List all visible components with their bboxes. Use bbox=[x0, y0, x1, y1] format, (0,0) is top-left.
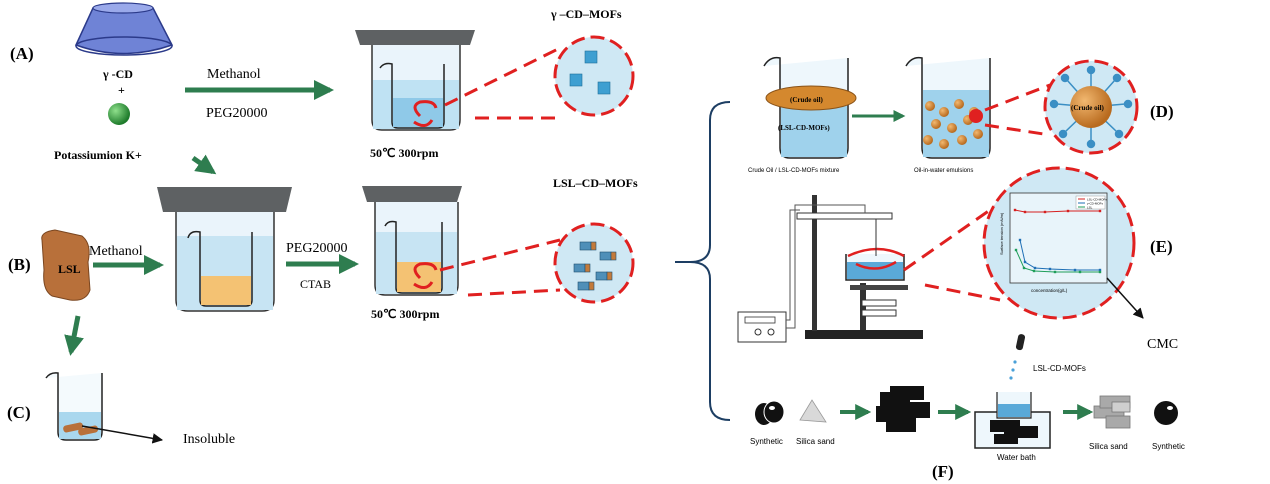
lsl-cd-mofs-crystals bbox=[573, 241, 617, 291]
series-marker bbox=[1023, 210, 1027, 214]
panel-label-f: (F) bbox=[932, 462, 954, 481]
droplet-label: (Crude oil) bbox=[1071, 104, 1105, 112]
series-marker bbox=[1053, 270, 1057, 274]
insoluble-label: Insoluble bbox=[183, 432, 235, 447]
potassium-ion-icon bbox=[108, 103, 130, 125]
legend-item-2: γ-CD-MOFs bbox=[1087, 202, 1103, 206]
plus-sign: + bbox=[118, 83, 125, 97]
panel-label-a: (A) bbox=[10, 44, 34, 63]
peg-label-b: PEG20000 bbox=[286, 241, 347, 256]
synthetic-core-icon-right bbox=[1154, 401, 1178, 425]
clean-silica-sand-icon bbox=[1093, 395, 1131, 429]
arrow-c-to-insoluble bbox=[81, 425, 164, 444]
reactor-a bbox=[355, 30, 475, 131]
tensiometer-apparatus bbox=[737, 195, 923, 343]
panel-label-e: (E) bbox=[1150, 237, 1173, 256]
plot-x-label: concentration(g/L) bbox=[1031, 288, 1068, 293]
zoom-line-b-bottom bbox=[467, 288, 561, 297]
water-bath-label: Water bath bbox=[997, 453, 1036, 462]
legend-item-3: LSL bbox=[1087, 206, 1093, 210]
water-bath-icon bbox=[974, 392, 1051, 449]
series-marker bbox=[1018, 238, 1022, 242]
series-marker bbox=[1048, 267, 1052, 271]
ctab-label: CTAB bbox=[300, 277, 331, 291]
panel-label-c: (C) bbox=[7, 403, 31, 422]
gamma-cd-mofs-title: γ –CD–MOFs bbox=[550, 7, 622, 21]
reactor-b1 bbox=[157, 187, 292, 312]
arrow-lsl-to-c bbox=[64, 315, 84, 356]
reagent-label: LSL-CD-MOFs bbox=[1033, 364, 1086, 373]
silica-label-left: Silica sand bbox=[796, 437, 835, 446]
series-marker bbox=[1022, 266, 1026, 270]
panel-label-b: (B) bbox=[8, 255, 31, 274]
beaker-emulsion bbox=[905, 56, 991, 159]
series-line-gamma-cd-mofs bbox=[1019, 239, 1100, 271]
methanol-label-b: Methanol bbox=[89, 244, 143, 259]
peg-label-a: PEG20000 bbox=[206, 106, 267, 121]
zoom-line-a-top bbox=[444, 46, 561, 107]
methanol-label-a: Methanol bbox=[207, 67, 261, 82]
legend-item-1: LSL-CD-MOFs bbox=[1087, 198, 1107, 202]
dropper-icon bbox=[1009, 334, 1026, 380]
series-marker bbox=[1033, 266, 1037, 270]
series-marker bbox=[1098, 268, 1102, 272]
series-marker bbox=[1043, 210, 1047, 214]
crude-oil-layer-label: (Crude oil) bbox=[790, 96, 824, 104]
silica-sand-icon-left bbox=[799, 399, 827, 423]
bracket bbox=[689, 101, 731, 421]
zoom-line-e-bottom bbox=[924, 283, 1001, 302]
beaker-mixture bbox=[763, 56, 857, 159]
gamma-cd-mofs-crystals bbox=[569, 50, 611, 95]
zoom-line-d-bottom bbox=[984, 123, 1051, 137]
surface-tension-plot: concentration(g/L) Surface tension (mN/m… bbox=[999, 192, 1108, 293]
oil-droplet-icon bbox=[1070, 86, 1112, 128]
series-marker bbox=[1066, 209, 1070, 213]
lsl-cd-mofs-title: LSL–CD–MOFs bbox=[553, 176, 638, 190]
condition-b: 50℃ 300rpm bbox=[371, 307, 439, 321]
reactor-b2 bbox=[362, 186, 462, 296]
silica-label-right: Silica sand bbox=[1089, 442, 1128, 451]
series-marker bbox=[1098, 270, 1102, 274]
mixture-layer-label: (LSL-CD-MOFs) bbox=[778, 124, 830, 132]
lsl-label: LSL bbox=[58, 262, 81, 276]
zoom-circle-gamma-cd-mofs bbox=[553, 35, 635, 117]
zoom-line-e-top bbox=[903, 201, 1001, 272]
zoom-circle-lsl-cd-mofs bbox=[553, 222, 635, 304]
cmc-label: CMC bbox=[1147, 337, 1178, 352]
synthetic-label-left: Synthetic bbox=[750, 437, 783, 446]
potassium-label: Potassiumion K+ bbox=[54, 148, 142, 162]
mixture-caption: Crude Oil / LSL-CD-MOFs mixture bbox=[748, 168, 840, 174]
condition-a: 50℃ 300rpm bbox=[370, 146, 438, 160]
arrow-k-to-b bbox=[191, 154, 217, 175]
gamma-cd-cone-icon bbox=[74, 2, 174, 56]
emulsion-caption: Oil-in-water emulsions bbox=[914, 168, 973, 174]
zoom-line-d-top bbox=[984, 83, 1051, 112]
gamma-cd-label: γ -CD bbox=[102, 67, 133, 81]
plot-y-label: Surface tension (mN/m) bbox=[999, 212, 1004, 255]
series-marker bbox=[1014, 248, 1018, 252]
series-marker bbox=[1078, 270, 1082, 274]
series-marker bbox=[1073, 268, 1077, 272]
lsl-powder-icon bbox=[41, 229, 91, 301]
series-marker bbox=[1023, 260, 1027, 264]
series-marker bbox=[1032, 269, 1036, 273]
series-line-lsl bbox=[1015, 249, 1100, 273]
series-marker bbox=[1013, 208, 1017, 212]
oil-sand-block-icon bbox=[876, 386, 930, 432]
series-marker bbox=[1098, 209, 1102, 213]
panel-label-d: (D) bbox=[1150, 102, 1174, 121]
beaker-c bbox=[45, 372, 103, 441]
synthetic-label-right: Synthetic bbox=[1152, 442, 1185, 451]
arrow-to-cmc bbox=[1106, 277, 1144, 319]
